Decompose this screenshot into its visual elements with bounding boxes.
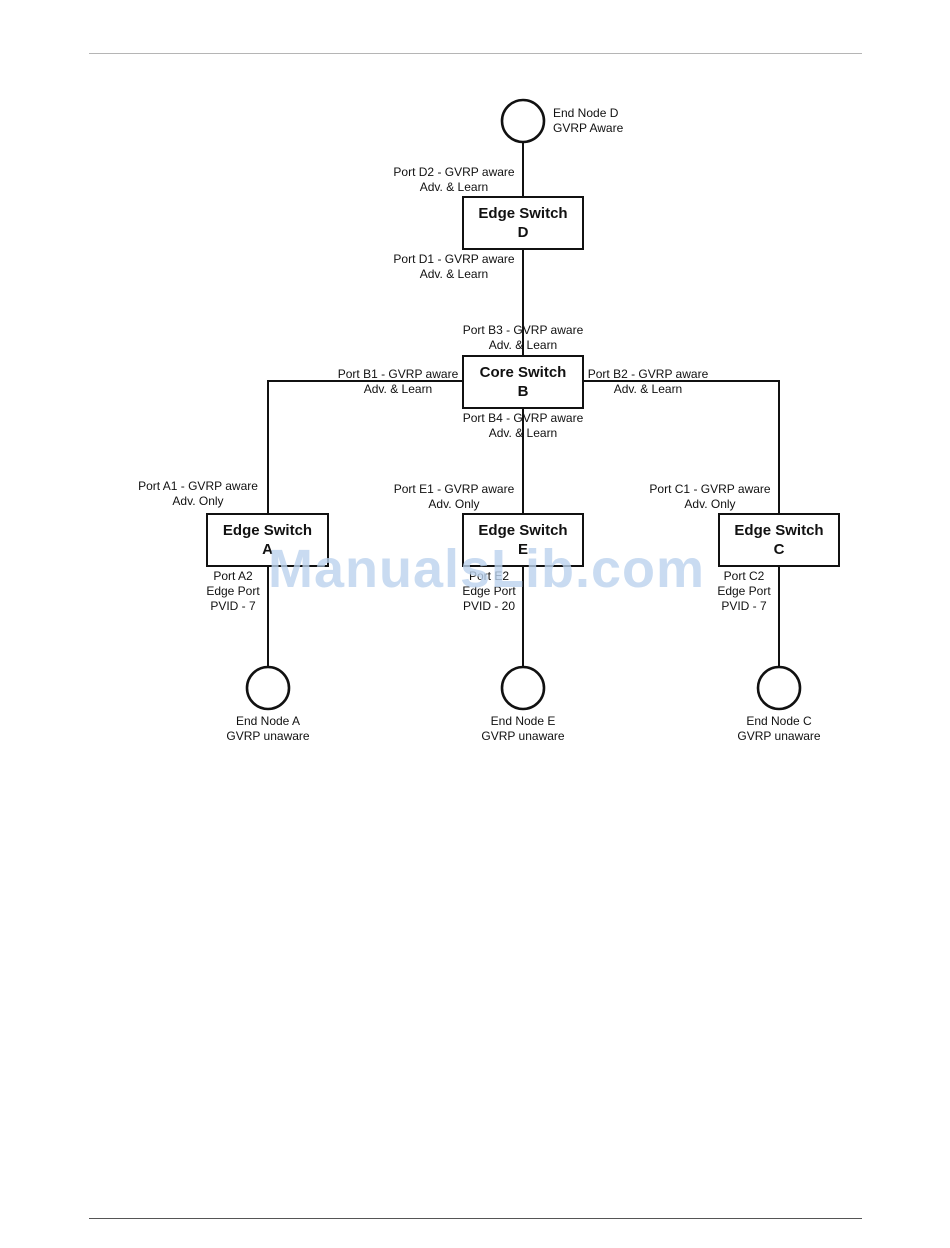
port-b2-mode: Adv. & Learn	[613, 382, 683, 396]
switch-d-line1: Edge Switch	[478, 205, 568, 222]
port-a1-title: Port A1 - GVRP aware	[138, 479, 258, 493]
core-switch-b: Core Switch B	[462, 355, 584, 409]
switch-a-line1: Edge Switch	[222, 522, 313, 539]
port-e2-label: Port E2 Edge Port PVID - 20	[449, 569, 529, 614]
port-b1-title: Port B1 - GVRP aware	[337, 367, 459, 381]
port-a1-label: Port A1 - GVRP aware Adv. Only	[128, 479, 268, 509]
port-d2-title: Port D2 - GVRP aware	[393, 165, 515, 179]
switch-e-line1: Edge Switch	[478, 522, 568, 539]
port-c1-mode: Adv. Only	[684, 497, 736, 511]
port-a2-pvid: PVID - 7	[210, 599, 256, 613]
port-b4-title: Port B4 - GVRP aware	[462, 411, 584, 425]
end-node-c-label: End Node C GVRP unaware	[719, 714, 839, 744]
port-d2-label: Port D2 - GVRP aware Adv. & Learn	[384, 165, 524, 195]
port-d1-mode: Adv. & Learn	[419, 267, 489, 281]
switch-b-line1: Core Switch	[479, 364, 567, 381]
port-d1-label: Port D1 - GVRP aware Adv. & Learn	[384, 252, 524, 282]
end-node-c-status: GVRP unaware	[737, 729, 821, 743]
port-b3-mode: Adv. & Learn	[488, 338, 558, 352]
end-node-c-name: End Node C	[746, 714, 812, 728]
port-b2-label: Port B2 - GVRP aware Adv. & Learn	[578, 367, 718, 397]
port-e2-title: Port E2	[468, 569, 510, 583]
port-c1-title: Port C1 - GVRP aware	[649, 482, 771, 496]
edge-switch-e: Edge Switch E	[462, 513, 584, 567]
port-a2-title: Port A2	[213, 569, 253, 583]
end-node-e-name: End Node E	[490, 714, 556, 728]
port-a1-mode: Adv. Only	[172, 494, 224, 508]
switch-d-line2: D	[517, 224, 529, 241]
switch-e-line2: E	[517, 541, 528, 558]
end-node-a-status: GVRP unaware	[226, 729, 310, 743]
end-node-d-status: GVRP Aware	[553, 121, 624, 135]
end-node-c-circle	[756, 665, 802, 711]
port-c2-type: Edge Port	[717, 584, 771, 598]
port-b1-mode: Adv. & Learn	[363, 382, 433, 396]
end-node-a-label: End Node A GVRP unaware	[208, 714, 328, 744]
end-node-a-name: End Node A	[235, 714, 301, 728]
port-b4-mode: Adv. & Learn	[488, 426, 558, 440]
edge-switch-c: Edge Switch C	[718, 513, 840, 567]
port-a2-label: Port A2 Edge Port PVID - 7	[193, 569, 273, 614]
edge-switch-d: Edge Switch D	[462, 196, 584, 250]
link-switch-b-switch-a	[267, 380, 463, 514]
port-c2-title: Port C2	[723, 569, 765, 583]
port-c2-label: Port C2 Edge Port PVID - 7	[704, 569, 784, 614]
switch-a-line2: A	[262, 541, 273, 558]
port-e1-mode: Adv. Only	[428, 497, 480, 511]
port-e2-type: Edge Port	[462, 584, 516, 598]
watermark: ManualsLib.com	[268, 539, 706, 599]
port-d2-mode: Adv. & Learn	[419, 180, 489, 194]
end-node-e-circle	[500, 665, 546, 711]
switch-c-line2: C	[773, 541, 785, 558]
link-switch-b-switch-c	[583, 380, 780, 514]
end-node-d-name: End Node D	[553, 106, 619, 120]
port-d1-title: Port D1 - GVRP aware	[393, 252, 515, 266]
switch-b-line2: B	[517, 383, 529, 400]
port-e1-title: Port E1 - GVRP aware	[393, 482, 515, 496]
port-b3-title: Port B3 - GVRP aware	[462, 323, 584, 337]
switch-c-line1: Edge Switch	[734, 522, 824, 539]
port-c2-pvid: PVID - 7	[721, 599, 767, 613]
end-node-e-label: End Node E GVRP unaware	[463, 714, 583, 744]
port-c1-label: Port C1 - GVRP aware Adv. Only	[640, 482, 780, 512]
port-e2-pvid: PVID - 20	[462, 599, 516, 613]
port-b2-title: Port B2 - GVRP aware	[587, 367, 709, 381]
end-node-d-circle	[500, 98, 546, 144]
end-node-e-status: GVRP unaware	[481, 729, 565, 743]
footer-rule	[89, 1218, 862, 1219]
port-b1-label: Port B1 - GVRP aware Adv. & Learn	[328, 367, 468, 397]
header-rule	[89, 53, 862, 54]
port-b3-label: Port B3 - GVRP aware Adv. & Learn	[453, 323, 593, 353]
edge-switch-a: Edge Switch A	[206, 513, 329, 567]
port-a2-type: Edge Port	[206, 584, 260, 598]
end-node-d-label: End Node D GVRP Aware	[553, 106, 623, 136]
end-node-a-circle	[245, 665, 291, 711]
port-e1-label: Port E1 - GVRP aware Adv. Only	[384, 482, 524, 512]
port-b4-label: Port B4 - GVRP aware Adv. & Learn	[453, 411, 593, 441]
